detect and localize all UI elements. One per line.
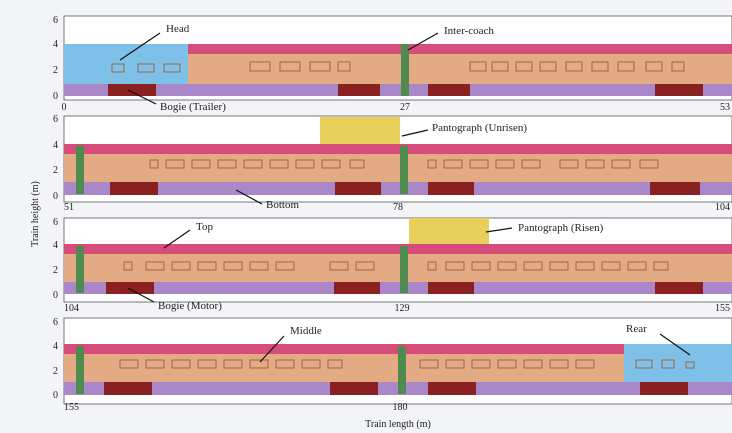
bogie: [428, 282, 474, 294]
annotation-inter-coach: Inter-coach: [444, 25, 494, 37]
annotation-arrow: [163, 229, 191, 249]
annotation-top: Top: [196, 221, 213, 233]
y-tick: 4: [53, 39, 58, 50]
bogie: [104, 382, 152, 395]
windows: [149, 159, 659, 169]
inter-coach-region: [76, 246, 84, 293]
annotation-rear: Rear: [626, 323, 647, 335]
x-tick: 180: [393, 402, 408, 413]
windows: [111, 61, 685, 73]
bottom-region: [64, 182, 732, 195]
y-tick: 0: [53, 290, 58, 301]
bogie: [428, 84, 470, 96]
panel-2: 6 4 2 0 51 78 104 Pantograph (Unrisen) B…: [53, 114, 732, 213]
panel-1: 6 4 2 0 0 27 53 Head Inter-coach Bogie (…: [53, 15, 732, 113]
panel-4: 6 4 2 0 155 180 Middle Rear: [53, 317, 732, 413]
top-region: [64, 244, 732, 254]
x-tick: 53: [720, 102, 730, 113]
x-tick: 51: [64, 202, 74, 213]
bogie: [655, 282, 703, 294]
inter-coach-region: [400, 146, 408, 194]
annotation-arrow: [127, 287, 155, 303]
annotation-arrow: [127, 89, 157, 105]
windows: [123, 261, 669, 271]
annotation-arrow: [659, 333, 691, 356]
annotation-arrow: [485, 227, 513, 233]
pantograph-risen: [409, 218, 489, 248]
x-axis-label: Train length (m): [365, 419, 431, 430]
bogie: [330, 382, 378, 395]
inter-coach-region: [76, 346, 84, 394]
bogie: [335, 182, 381, 195]
annotation-middle: Middle: [290, 325, 322, 337]
windows: [119, 359, 695, 369]
y-tick: 0: [53, 390, 58, 401]
inter-coach-region: [398, 346, 406, 394]
y-tick: 4: [53, 140, 58, 151]
y-tick: 2: [53, 65, 58, 76]
rear-region: [624, 344, 732, 382]
y-tick: 2: [53, 165, 58, 176]
x-tick: 0: [62, 102, 67, 113]
y-tick: 6: [53, 317, 58, 328]
pantograph-unrisen: [320, 117, 400, 149]
x-tick: 104: [64, 303, 79, 314]
bogie: [428, 382, 476, 395]
y-tick: 0: [53, 91, 58, 102]
annotation-pantograph-unrisen: Pantograph (Unrisen): [432, 122, 527, 134]
inter-coach-region: [400, 246, 408, 293]
bogie: [334, 282, 380, 294]
bottom-region: [64, 282, 732, 294]
y-tick: 6: [53, 217, 58, 228]
y-tick: 2: [53, 265, 58, 276]
top-region: [64, 44, 732, 54]
top-region: [64, 144, 732, 154]
annotation-bottom: Bottom: [266, 199, 299, 211]
x-tick: 78: [393, 202, 403, 213]
annotation-bogie-motor: Bogie (Motor): [158, 300, 222, 312]
annotation-arrow: [407, 32, 439, 51]
middle-region: [64, 254, 732, 282]
annotation-pantograph-risen: Pantograph (Risen): [518, 222, 604, 234]
annotation-arrow: [119, 32, 161, 61]
annotation-bogie-trailer: Bogie (Trailer): [160, 101, 226, 113]
y-tick: 6: [53, 114, 58, 125]
x-tick: 129: [395, 303, 410, 314]
bogie: [106, 282, 154, 294]
bottom-region: [64, 84, 732, 96]
bogie: [110, 182, 158, 195]
y-tick: 0: [53, 191, 58, 202]
bogie: [428, 182, 474, 195]
x-tick: 155: [715, 303, 730, 314]
annotation-arrow: [259, 335, 285, 363]
bogie: [338, 84, 380, 96]
y-tick: 4: [53, 341, 58, 352]
y-tick: 6: [53, 15, 58, 26]
y-tick: 2: [53, 366, 58, 377]
y-tick: 4: [53, 240, 58, 251]
bogie: [655, 84, 703, 96]
bogie: [650, 182, 700, 195]
annotation-arrow: [235, 189, 263, 205]
inter-coach-region: [401, 44, 409, 96]
annotation-head: Head: [166, 23, 190, 35]
x-tick: 27: [400, 102, 410, 113]
annotation-arrow: [401, 129, 429, 137]
y-axis-label: Train height (m): [30, 181, 41, 247]
bogie: [640, 382, 688, 395]
middle-region: [64, 154, 732, 182]
inter-coach-region: [76, 146, 84, 194]
x-tick: 155: [64, 402, 79, 413]
bogie: [108, 84, 156, 96]
panel-3: 6 4 2 0 104 129 155 Top Pantograph (Rise…: [53, 217, 732, 314]
x-tick: 104: [715, 202, 730, 213]
